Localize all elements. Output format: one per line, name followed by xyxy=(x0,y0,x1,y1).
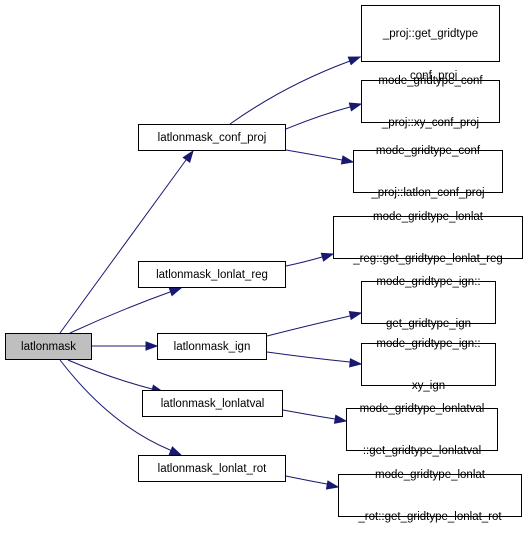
node-conf-get-line-2: _proj::get_gridtype xyxy=(378,27,482,41)
node-latlonmask-lonlat-reg-label: latlonmask_lonlat_reg xyxy=(156,268,268,282)
node-ign-get-line-1: mode_gridtype_ign:: xyxy=(376,275,480,289)
edge-lonlatval-to-get-arrowhead xyxy=(335,415,346,423)
node-latlonmask-lonlatval[interactable]: latlonmask_lonlatval xyxy=(142,390,283,417)
edge-conf-proj-to-xy-arrowhead xyxy=(349,103,361,111)
node-latlonmask-conf-proj-label: latlonmask_conf_proj xyxy=(158,131,267,145)
edge-conf-proj-to-latlon-arrowhead xyxy=(341,156,353,164)
node-rot-get-line-2: _rot::get_gridtype_lonlat_rot xyxy=(358,510,501,524)
edge-ign-to-get-arrowhead xyxy=(349,312,361,320)
node-latlonmask-label: latlonmask xyxy=(21,340,76,354)
edge-lonlat-reg-to-get xyxy=(286,257,322,266)
node-latlonmask-lonlat-rot-label: latlonmask_lonlat_rot xyxy=(158,462,267,476)
edge-lonlat-rot-to-get-arrowhead xyxy=(326,481,338,489)
edge-conf-proj-to-get-arrowhead xyxy=(348,57,360,65)
node-rot-get-line-1: mode_gridtype_lonlat xyxy=(358,468,501,482)
edge-latlonmask-to-lonlat-reg-arrowhead xyxy=(169,288,181,296)
edge-lonlatval-to-get xyxy=(283,410,335,419)
edge-conf-proj-to-latlon xyxy=(286,150,342,160)
node-latlonmask-lonlat-rot[interactable]: latlonmask_lonlat_rot xyxy=(138,455,286,482)
edge-conf-proj-to-xy xyxy=(286,107,350,129)
edge-ign-to-xy-arrowhead xyxy=(350,359,361,367)
node-conf-xy-line-1: mode_gridtype_conf xyxy=(378,74,482,88)
node-latlonmask-ign-label: latlonmask_ign xyxy=(174,340,251,354)
node-latlonmask-lonlat-reg[interactable]: latlonmask_lonlat_reg xyxy=(138,261,286,288)
edge-latlonmask-to-conf-proj xyxy=(60,160,186,333)
edge-lonlat-reg-to-get-arrowhead xyxy=(321,253,333,261)
node-latlonmask-conf-proj[interactable]: latlonmask_conf_proj xyxy=(138,124,286,151)
node-conf-latlon-line-1: mode_gridtype_conf xyxy=(371,144,484,158)
edge-ign-to-get xyxy=(267,316,350,336)
edge-latlonmask-to-ign-arrowhead xyxy=(146,342,157,350)
node-reg-get-line-1: mode_gridtype_lonlat xyxy=(353,210,503,224)
edge-ign-to-xy xyxy=(267,352,350,362)
node-latlonmask-lonlatval-label: latlonmask_lonlatval xyxy=(161,397,265,411)
edge-latlonmask-to-lonlat-rot-arrowhead xyxy=(169,447,181,455)
node-val-get-line-1: mode_gridtype_lonlatval xyxy=(360,402,485,416)
edge-lonlat-rot-to-get xyxy=(286,476,327,484)
node-latlonmask-ign[interactable]: latlonmask_ign xyxy=(157,333,267,360)
node-get-gridtype-lonlat-rot[interactable]: mode_gridtype_lonlat _rot::get_gridtype_… xyxy=(338,474,522,517)
node-latlonmask: latlonmask xyxy=(5,333,92,360)
node-ign-xy-line-1: mode_gridtype_ign:: xyxy=(376,337,480,351)
edge-latlonmask-to-conf-proj-arrowhead xyxy=(183,151,193,162)
edge-conf-proj-to-get xyxy=(230,61,350,124)
